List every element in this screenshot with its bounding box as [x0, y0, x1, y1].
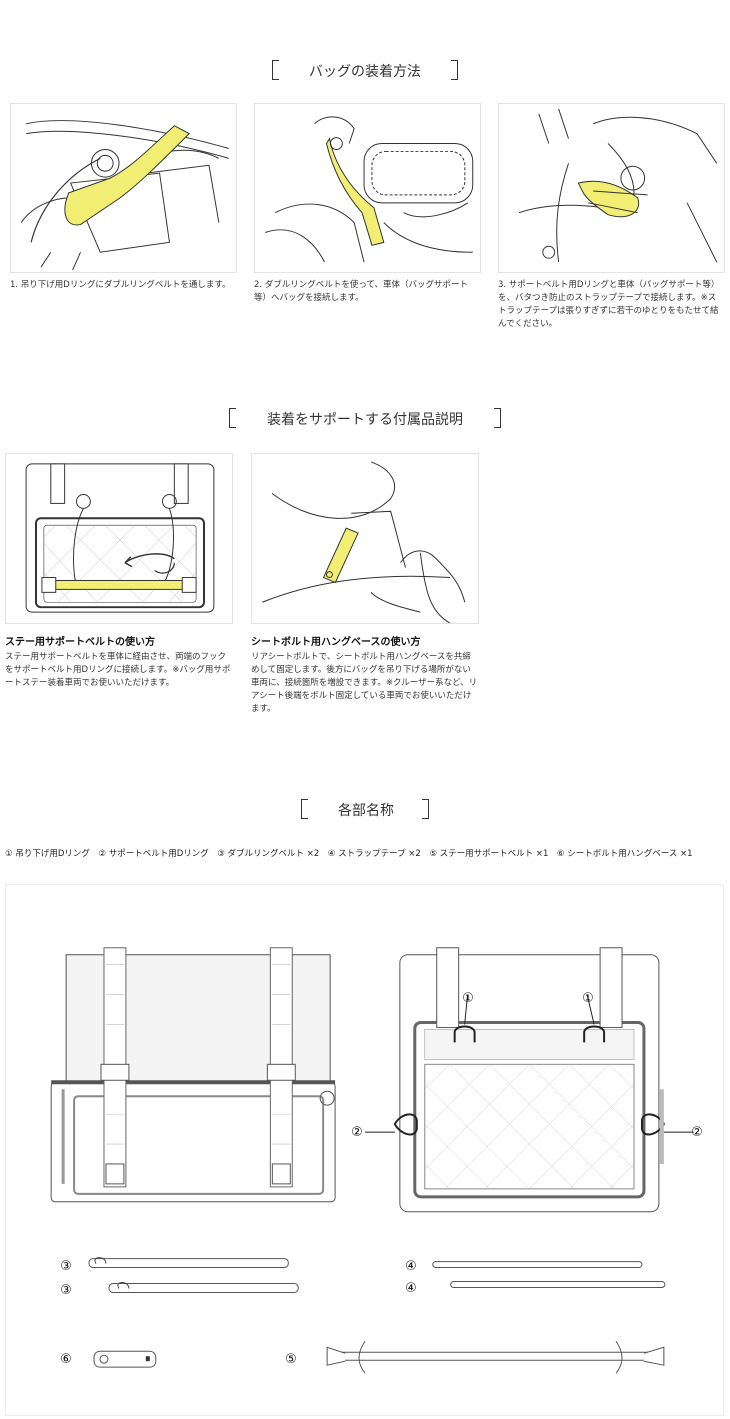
step3-illustration	[498, 103, 725, 273]
hang-base-text: リアシートボルトで、シートボルト用ハングベースを共締めして固定します。後方にバッ…	[251, 652, 478, 714]
step2-illustration	[254, 103, 481, 273]
section-bracket-right	[422, 799, 429, 819]
step1-illustration	[10, 103, 237, 273]
stay-belt-heading: ステー用サポートベルトの使い方	[5, 637, 155, 648]
step3-caption: 3. サポートベルト用Dリングと車体（バッグサポート等）を、バタつき防止のストラ…	[498, 280, 720, 329]
marker-d-ring-hang-left: ①	[462, 991, 474, 1006]
marker-double-ring-belt-1: ③	[60, 1259, 72, 1274]
parts-section-title: 各部名称	[338, 803, 394, 819]
marker-stay-support-belt: ⑤	[285, 1352, 297, 1367]
marker-hang-base: ⑥	[60, 1352, 72, 1367]
marker-d-ring-support-left: ②	[351, 1125, 363, 1140]
marker-d-ring-support-right: ②	[691, 1125, 703, 1140]
hang-base-heading: シートボルト用ハングベースの使い方	[251, 637, 421, 648]
section-bracket-right	[451, 60, 458, 80]
marker-double-ring-belt-2: ③	[60, 1283, 72, 1298]
marker-strap-tape-1: ④	[405, 1259, 417, 1274]
section-bracket-left	[272, 60, 279, 80]
section-bracket-left	[229, 408, 236, 428]
section-bracket-left	[301, 799, 308, 819]
install-section-title: バッグの装着方法	[309, 64, 421, 80]
parts-diagram-frame	[5, 884, 724, 1416]
step2-caption: 2. ダブルリングベルトを使って、車体（バッグサポート等）へバッグを接続します。	[254, 280, 468, 303]
marker-strap-tape-2: ④	[405, 1281, 417, 1296]
accessories-section-title: 装着をサポートする付属品説明	[267, 412, 463, 428]
section-bracket-right	[494, 408, 501, 428]
stay-belt-text: ステー用サポートベルトを車体に経由させ、両端のフックをサポートベルト用Dリングに…	[5, 652, 231, 688]
stay-belt-illustration	[5, 453, 233, 624]
marker-d-ring-hang-right: ①	[582, 991, 594, 1006]
parts-list: ① 吊り下げ用Dリング ② サポートベルト用Dリング ③ ダブルリングベルト ×…	[5, 849, 693, 859]
hang-base-illustration	[251, 453, 479, 624]
step1-caption: 1. 吊り下げ用Dリングにダブルリングベルトを通します。	[10, 280, 231, 290]
